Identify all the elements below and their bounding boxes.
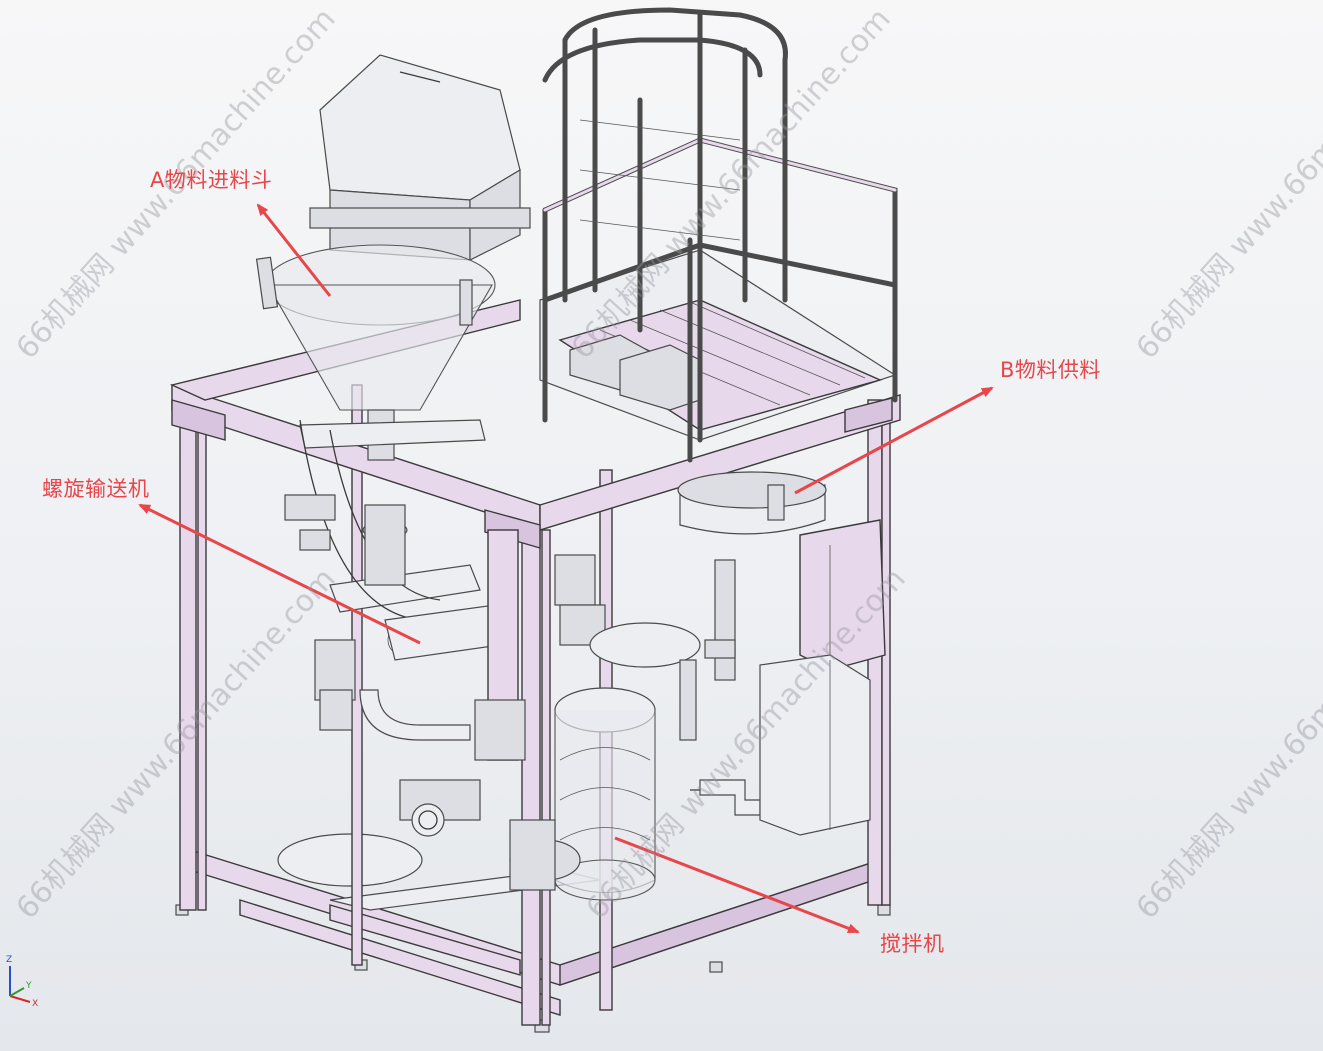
hopper-a xyxy=(255,54,531,461)
base-frame xyxy=(175,833,891,1033)
label-hopper-a: A物料进料斗 xyxy=(150,168,273,192)
triad-y: Y xyxy=(25,981,32,991)
label-screw-conveyor: 螺旋输送机 xyxy=(42,477,150,501)
hopper-arrow xyxy=(256,203,332,297)
axis-triad: Z X Y xyxy=(6,955,38,1009)
screw-conveyor xyxy=(284,419,501,741)
label-mixer: 搅拌机 xyxy=(880,932,945,956)
screw-arrow xyxy=(138,503,421,645)
mixer xyxy=(509,554,701,901)
cage-ladder xyxy=(542,7,788,303)
control-cabinets xyxy=(759,519,886,836)
triad-x: X xyxy=(32,999,38,1009)
b-feed-tank xyxy=(677,471,827,816)
label-b-feed: B物料供料 xyxy=(1000,358,1101,382)
lift-column xyxy=(399,529,526,837)
platform xyxy=(539,249,897,441)
mixer-arrow xyxy=(614,836,860,934)
annotation-arrows xyxy=(138,203,994,934)
b-feed-arrow xyxy=(794,386,994,495)
triad-z: Z xyxy=(6,955,12,965)
